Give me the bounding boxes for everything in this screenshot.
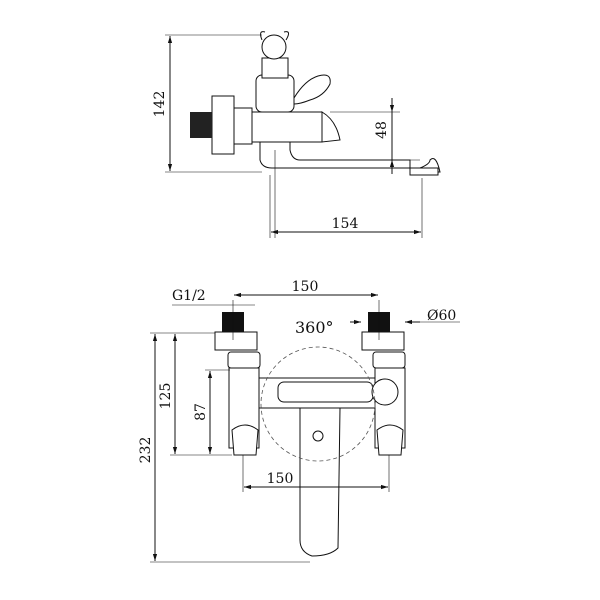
dim-150-bottom: 150 <box>267 471 294 487</box>
dim-diameter-60: Ø60 <box>427 308 456 324</box>
thread-label: G1/2 <box>172 288 206 304</box>
dim-154: 154 <box>332 216 359 232</box>
top-view: 150 G1/2 Ø60 360° 232 125 87 150 <box>138 279 460 563</box>
side-view: 142 48 154 <box>152 31 441 238</box>
dim-87: 87 <box>193 403 209 421</box>
side-view-body <box>190 31 441 238</box>
dim-48: 48 <box>374 121 390 139</box>
top-view-body <box>214 300 406 557</box>
rotation-label: 360° <box>295 318 334 337</box>
dim-232: 232 <box>138 437 154 464</box>
dim-150-top: 150 <box>292 279 319 295</box>
dim-142: 142 <box>152 91 168 118</box>
dim-125: 125 <box>158 383 174 410</box>
